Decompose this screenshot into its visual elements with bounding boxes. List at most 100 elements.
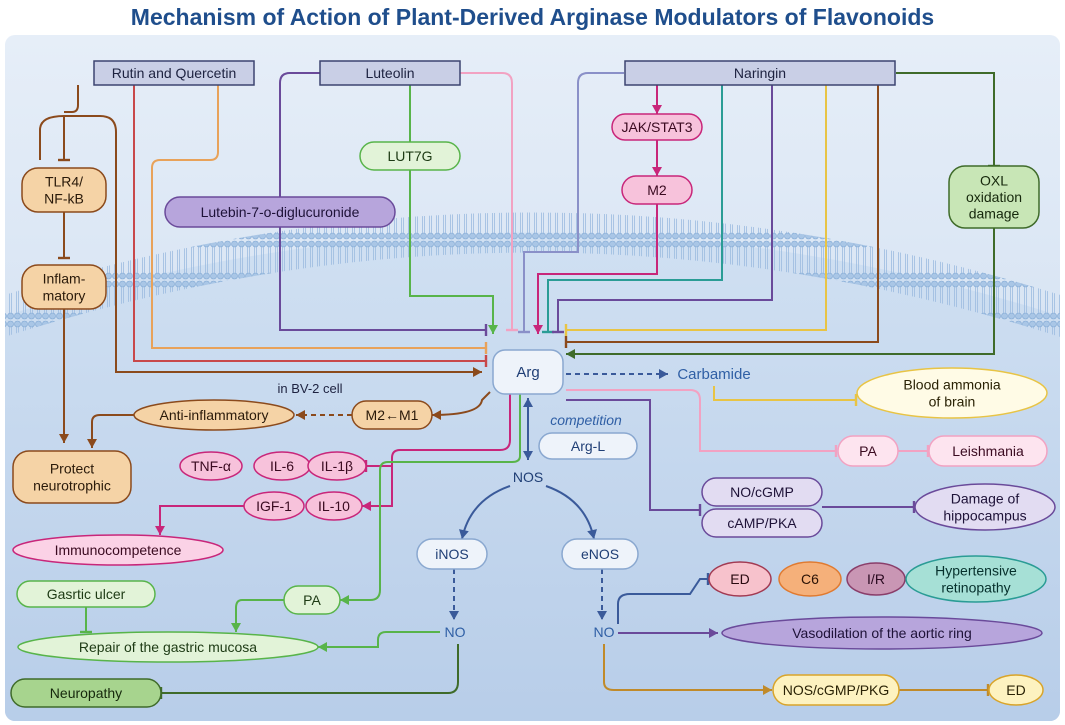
edge-lut-pink [460,72,518,332]
node-camp-label: cAMP/PKA [727,515,797,531]
edge-arg-carb-arrowhead [659,369,668,379]
node-nospkg: NOS/cGMP/PKG [772,674,900,706]
node-m2: M2 [621,175,693,205]
edge-nos-inos [459,485,511,540]
node-igf1: IGF-1 [243,491,305,521]
diagram-title: Mechanism of Action of Plant-Derived Arg… [130,4,935,30]
node-carbamide-label: Carbamide [677,366,750,383]
edge-inflam-protect-arrowhead [59,434,69,443]
edge-nar-brown [564,85,879,348]
node-lutebin: Lutebin-7-o-diglucuronide [164,196,396,228]
node-ed1-label: ED [730,571,749,587]
node-lutebin-label: Lutebin-7-o-diglucuronide [201,204,360,220]
node-repair: Repair of the gastric mucosa [17,631,319,663]
node-nospkg-label: NOS/cGMP/PKG [783,682,890,698]
edge-noright-ed [617,573,710,624]
node-jak: JAK/STAT3 [611,113,703,141]
edge-m2m1-anti [296,410,352,420]
edge-igf-immuno [155,505,244,535]
node-naringin-label: Naringin [734,65,786,81]
node-il10: IL-10 [305,491,363,521]
node-il1b: IL-1β [307,451,367,481]
node-luteolin: Luteolin [319,60,461,86]
edge-inos-no-arrowhead [449,611,459,620]
edge-noleft-repair-arrowhead [318,642,327,652]
node-rutin-label: Rutin and Quercetin [112,65,237,81]
edge-nos-enos [545,485,597,540]
node-rutin: Rutin and Quercetin [93,60,255,86]
node-ed2-label: ED [1006,682,1025,698]
node-ed1: ED [708,561,772,597]
edge-jak-m2 [652,140,662,176]
edge-nar-jak [652,85,662,114]
node-immuno-label: Immunocompetence [55,542,182,558]
edge-arg-pa-left-arrowhead [340,595,349,605]
edge-arg-pa [566,389,838,457]
node-camp: cAMP/PKA [701,508,823,538]
node-enos-label: eNOS [581,546,619,562]
edge-anti-protect [87,414,134,448]
edge-ulcer-repair [80,607,92,634]
edge-arg-nos-down-arrowhead [523,451,533,460]
node-pa_left-label: PA [303,592,321,608]
node-tnf: TNF-α [179,451,243,481]
edge-jak-m2-arrowhead [652,167,662,176]
node-bv2-label: in BV-2 cell [277,381,342,396]
edge-pa-repair-arrowhead [231,623,241,632]
node-argl-label: Arg-L [571,438,605,454]
edge-rutin-orange [151,85,488,354]
edge-rutin-red [133,85,488,367]
node-il6-label: IL-6 [270,458,294,474]
edge-pa-leish [898,445,930,457]
node-arg-label: Arg [516,364,539,381]
edge-nospkg-ed2 [899,684,990,696]
edge-anti-protect-arrowhead [87,439,97,448]
node-no_right-label: NO [594,624,615,640]
node-il6: IL-6 [253,451,311,481]
node-no_left-label: NO [445,624,466,640]
edge-arg-carb [566,369,668,379]
node-no_right: NO [594,624,615,640]
edge-noleft-repair [318,631,440,652]
edge-pa-repair [231,599,284,632]
node-inos: iNOS [416,538,488,570]
node-lut7g: LUT7G [359,141,461,171]
node-tnf-label: TNF-α [191,458,231,474]
node-nocgmp-label: NO/cGMP [730,484,794,500]
node-jak-label: JAK/STAT3 [621,119,692,135]
edge-nar-purple [552,85,773,334]
edge-arg-pa-left [340,394,521,605]
node-naringin: Naringin [624,60,896,86]
node-carbamide: Carbamide [677,366,750,383]
node-leish: Leishmania [928,435,1048,467]
node-tlr4-label: TLR4/NF-kB [44,174,84,207]
node-ir-label: I/R [867,571,885,587]
node-c6: C6 [778,561,842,597]
node-vaso: Vasodilation of the aortic ring [721,616,1043,650]
edge-tlr4-inflam [58,212,70,260]
node-vaso-label: Vasodilation of the aortic ring [792,625,972,641]
edge-m2-arg [533,204,658,334]
edge-nocgmp-hippo [822,501,916,513]
node-inos-label: iNOS [435,546,468,562]
edge-arg-m2m1 [431,391,491,420]
node-enos: eNOS [561,538,639,570]
node-inflam: Inflam-matory [21,264,107,310]
node-m2m1-label: M2←M1 [366,407,419,423]
edge-carb-blood [713,386,858,406]
edge-nar-jak-arrowhead [652,105,662,114]
edge-noright-nospkg-arrowhead [763,685,772,695]
edge-enos-no-arrowhead [597,611,607,620]
edge-il-il10-arrowhead [362,501,371,511]
edge-oxl-arg-arrowhead [566,349,575,359]
edge-rutin-tlr4-arrowhead [473,367,482,377]
node-m2-label: M2 [647,182,667,198]
